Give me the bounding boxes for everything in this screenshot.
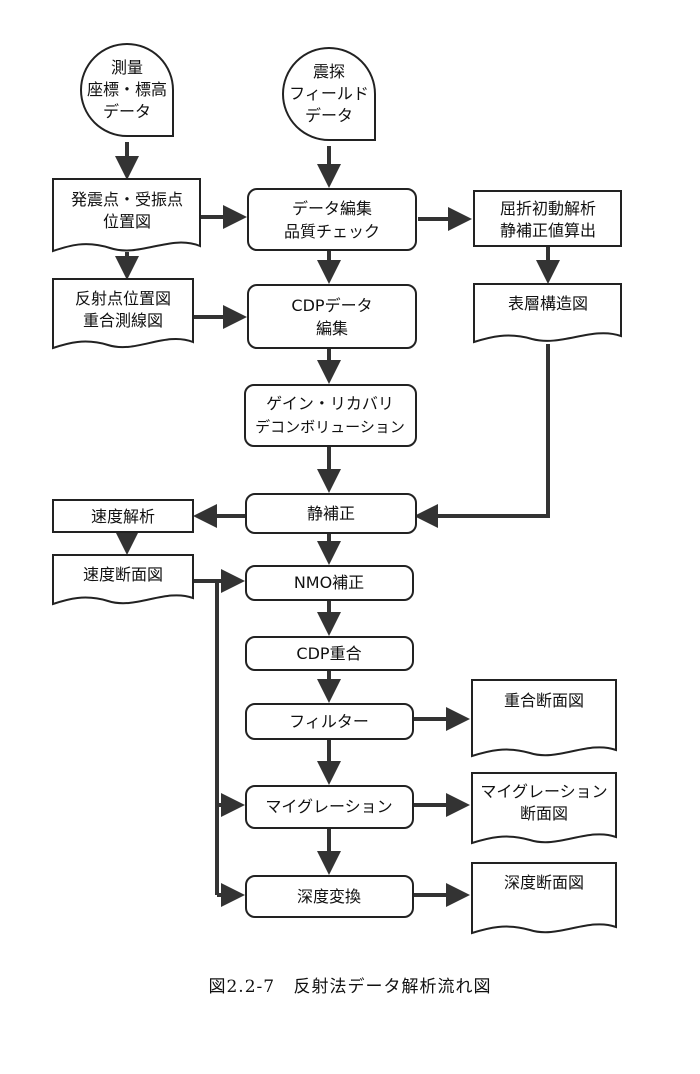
node-depthsection-line-1: 深度断面図 (504, 873, 584, 892)
node-edit-line-2: 品質チェック (284, 222, 380, 241)
node-migsection: マイグレーション 断面図 (471, 772, 617, 845)
node-reflmap: 反射点位置図 重合測線図 (52, 278, 194, 350)
figure-number: 図2.2-7 (208, 977, 276, 997)
node-migsection-line-2: 断面図 (520, 804, 568, 823)
node-field-line-1: 震探 (313, 62, 345, 81)
node-filter-line-1: フィルター (289, 712, 369, 731)
node-survey-line-2: 座標・標高 (87, 80, 167, 99)
node-shotmap-line-2: 位置図 (103, 212, 151, 231)
node-velsection-line-1: 速度断面図 (83, 565, 163, 584)
node-nmo: NMO補正 (245, 565, 414, 601)
connectors (115, 142, 560, 907)
node-gain: ゲイン・リカバリ デコンボリューション (244, 384, 417, 447)
node-field-line-2: フィールド (289, 84, 369, 103)
node-stacksection: 重合断面図 (471, 679, 617, 758)
node-refraction-line-2: 静補正値算出 (500, 221, 596, 240)
node-depth-line-1: 深度変換 (297, 887, 361, 906)
node-shotmap-line-1: 発震点・受振点 (71, 190, 183, 209)
node-reflmap-line-1: 反射点位置図 (75, 289, 171, 308)
node-depthsection: 深度断面図 (471, 862, 617, 935)
node-survey: 測量 座標・標高 データ (80, 42, 174, 137)
node-cdpedit: CDPデータ 編集 (247, 284, 417, 349)
node-gain-line-1: ゲイン・リカバリ (266, 394, 394, 413)
node-cdpedit-line-2: 編集 (316, 319, 348, 338)
node-velsection: 速度断面図 (52, 554, 194, 606)
node-survey-line-1: 測量 (111, 58, 143, 77)
node-migration-line-1: マイグレーション (265, 797, 392, 816)
node-gain-line-2: デコンボリューション (255, 418, 405, 436)
node-shotmap: 発震点・受振点 位置図 (52, 178, 201, 253)
node-depth: 深度変換 (245, 875, 414, 918)
node-surface-line-1: 表層構造図 (508, 294, 588, 313)
node-cdpstack: CDP重合 (245, 636, 414, 671)
node-refraction: 屈折初動解析 静補正値算出 (473, 190, 622, 247)
node-filter: フィルター (245, 703, 414, 740)
node-velocity: 速度解析 (52, 499, 194, 533)
node-surface: 表層構造図 (473, 283, 622, 344)
node-field-line-3: データ (305, 106, 353, 125)
node-cdpstack-line-1: CDP重合 (296, 644, 361, 663)
node-edit: データ編集 品質チェック (247, 188, 417, 251)
node-reflmap-line-2: 重合測線図 (83, 311, 163, 330)
node-static: 静補正 (245, 493, 417, 534)
node-cdpedit-line-1: CDPデータ (291, 296, 372, 315)
node-refraction-line-1: 屈折初動解析 (500, 199, 596, 218)
node-migration: マイグレーション (245, 785, 414, 829)
node-survey-line-3: データ (103, 102, 151, 121)
node-edit-line-1: データ編集 (292, 199, 372, 218)
node-nmo-line-1: NMO補正 (294, 573, 364, 592)
flowchart: 測量 座標・標高 データ 震探 フィールド データ 発震点・受振点 位置図 屈折… (52, 42, 622, 935)
figure-title: 反射法データ解析流れ図 (293, 977, 492, 997)
arrow-surface-to-static (414, 344, 550, 528)
node-migsection-line-1: マイグレーション (480, 782, 607, 801)
node-field: 震探 フィールド データ (282, 46, 376, 141)
node-stacksection-line-1: 重合断面図 (504, 691, 584, 710)
line-velsection-bus (193, 579, 219, 895)
node-static-line-1: 静補正 (307, 504, 355, 523)
node-velocity-line-1: 速度解析 (91, 507, 155, 526)
figure-caption: 図2.2-7 反射法データ解析流れ図 (0, 972, 700, 997)
